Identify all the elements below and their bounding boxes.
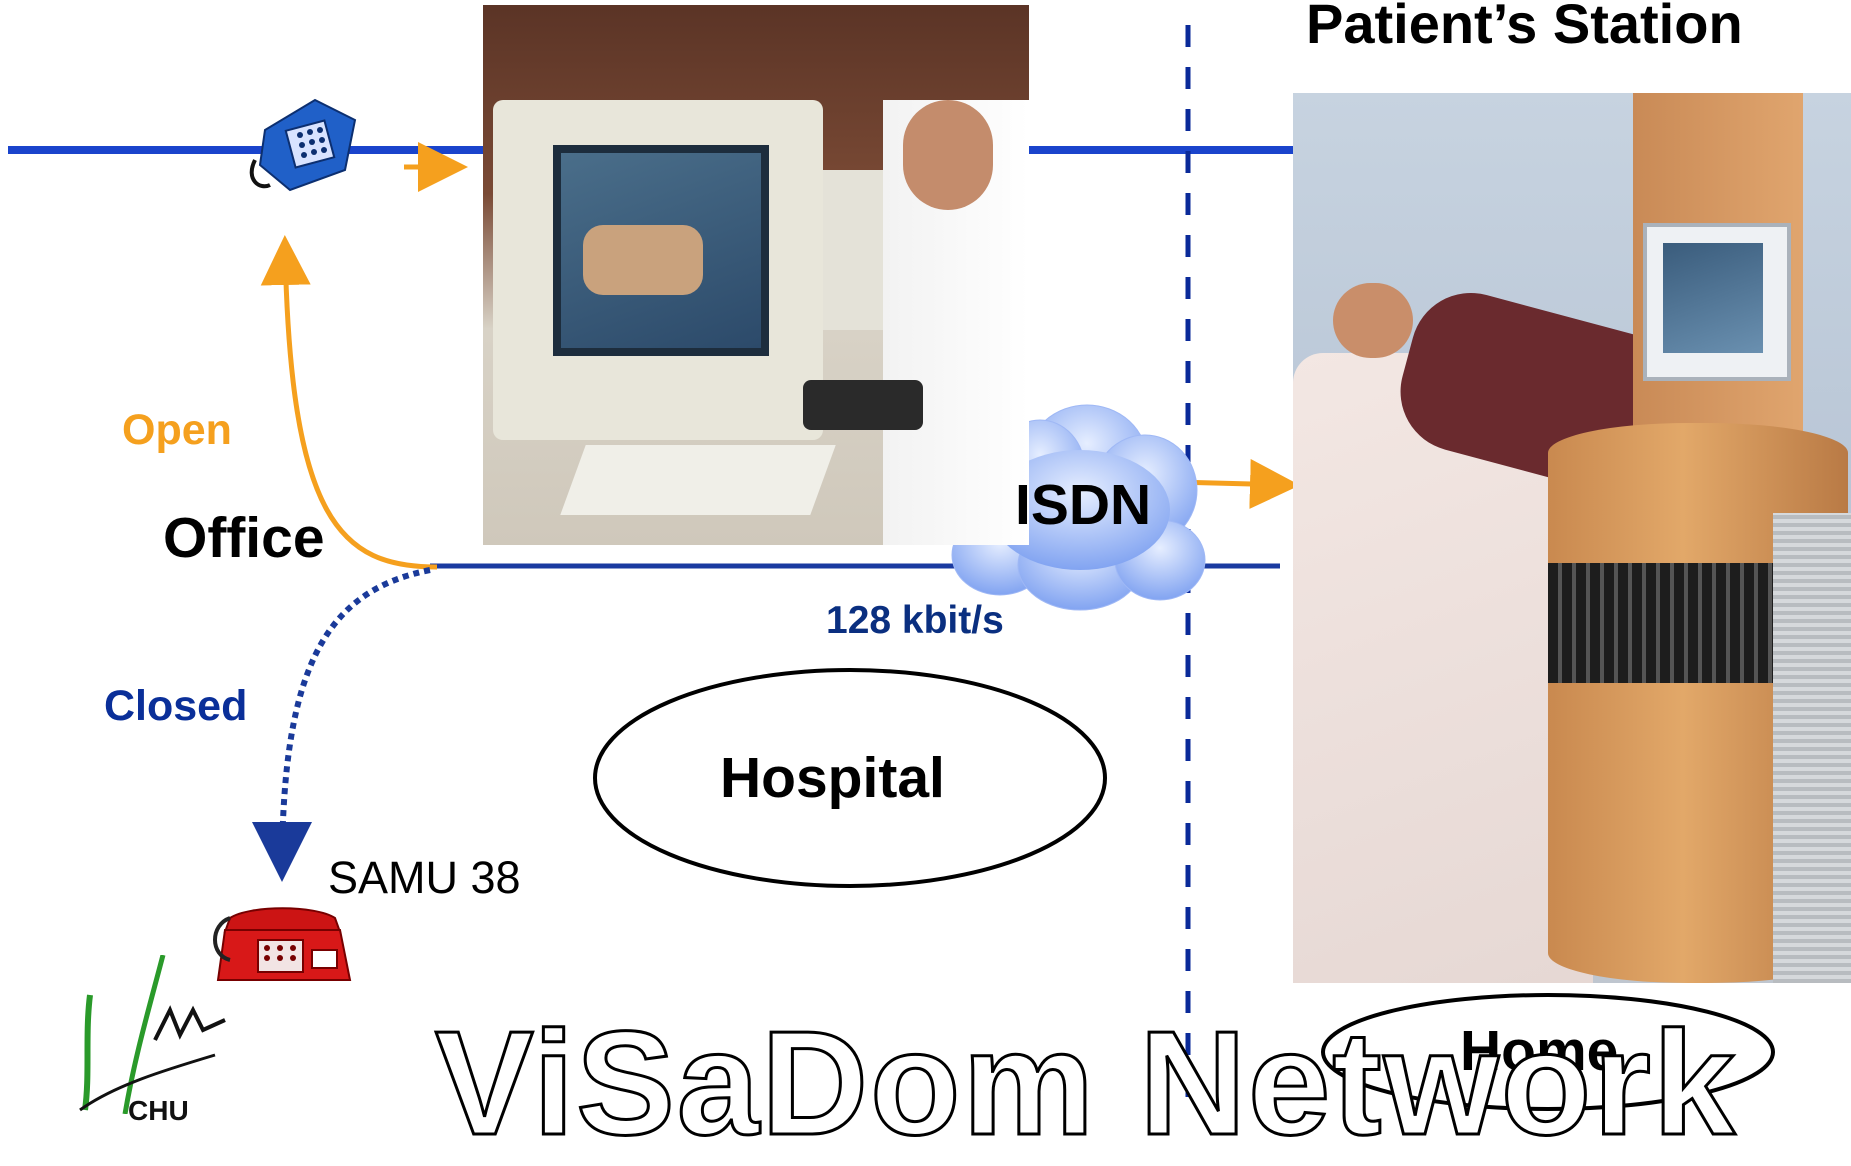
patient-station-photo — [1293, 93, 1851, 983]
diagram-connectors — [8, 25, 1775, 1114]
open-label: Open — [122, 406, 232, 454]
bandwidth-label: 128 kbit/s — [826, 599, 1004, 642]
closed-label: Closed — [104, 682, 248, 730]
network-title: ViSaDom Network — [433, 1001, 1738, 1166]
samu-label: SAMU 38 — [328, 852, 521, 903]
logo-text: CHU — [128, 1095, 189, 1126]
chu-logo — [79, 955, 226, 1114]
closed-arrow — [252, 567, 431, 882]
home-ellipse — [1321, 993, 1775, 1111]
office-label: Office — [163, 506, 325, 570]
isdn-label: ISDN — [1015, 473, 1152, 537]
patient-station-title: Patient’s Station — [1306, 0, 1743, 55]
doctor-workstation-photo — [483, 5, 1029, 545]
samu-phone-icon — [213, 907, 352, 981]
home-label: Home — [1460, 1019, 1619, 1083]
hospital-label: Hospital — [720, 746, 945, 810]
office-phone-icon — [249, 98, 357, 192]
open-arrow — [260, 235, 438, 570]
hospital-ellipse — [593, 668, 1107, 888]
